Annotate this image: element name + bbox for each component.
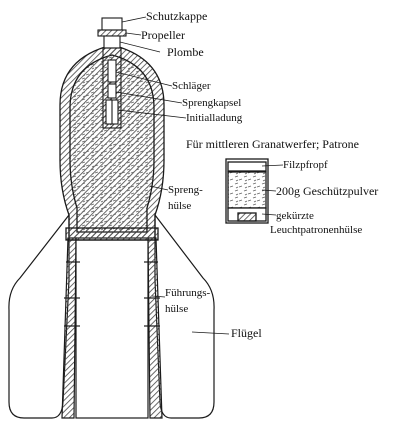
propeller-shape <box>97 29 127 37</box>
guide-tube <box>61 237 163 419</box>
label-schutzkappe: Schutzkappe <box>146 9 208 23</box>
label-initialladung: Initialladung <box>186 112 243 124</box>
leader-lines <box>115 16 284 335</box>
fin-right <box>154 213 215 419</box>
guide-tube-bore <box>75 237 149 419</box>
fin-left <box>8 213 70 419</box>
label-schlaeger: Schläger <box>172 80 211 92</box>
label-fuehrungs: Führungs- <box>165 287 211 299</box>
fuze-assembly <box>97 17 127 129</box>
cartridge <box>225 158 269 224</box>
label-filzpfropf: Filzpfropf <box>283 159 328 171</box>
leuchtpatronenhuelse-cap <box>237 212 257 222</box>
filzpfropf-shape <box>227 161 267 172</box>
label-propeller: Propeller <box>141 28 185 42</box>
label-gekuerzte: gekürzte <box>276 210 314 222</box>
label-sprengkapsel: Sprengkapsel <box>182 97 242 109</box>
label-sprenghuelse: hülse <box>168 200 192 212</box>
label-leuchtpatronenhuelse: Leuchtpatronenhülse <box>270 224 363 236</box>
casing-neck-band <box>65 227 159 241</box>
schutzkappe-shape <box>101 17 123 31</box>
explosive-casing <box>59 44 165 241</box>
label-patrone-title: Für mittleren Granatwerfer; Patrone <box>186 137 359 151</box>
label-spreng: Spreng- <box>168 184 203 196</box>
label-fuehrungshuelse: hülse <box>165 303 189 315</box>
schlaeger-shape <box>107 59 117 83</box>
geschuetzpulver-shape <box>227 171 267 209</box>
label-plombe: Plombe <box>167 45 204 59</box>
plombe-shape <box>103 35 121 49</box>
label-fluegel: Flügel <box>231 326 262 340</box>
label-geschuetzpulver: 200g Geschützpulver <box>276 184 379 198</box>
sprengkapsel-shape <box>107 83 117 99</box>
